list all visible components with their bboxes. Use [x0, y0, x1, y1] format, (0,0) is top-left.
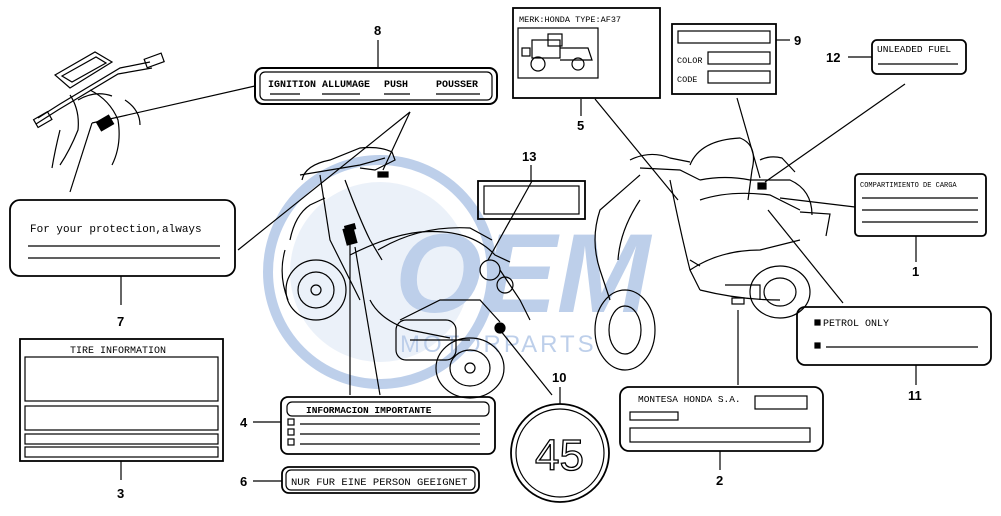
- petrol-text: PETROL ONLY: [823, 319, 889, 330]
- callout-10: 10: [552, 370, 566, 385]
- callout-ticks: [120, 39, 917, 482]
- callout-11: 11: [908, 388, 922, 403]
- informacion-text: INFORMACION IMPORTANTE: [306, 405, 432, 416]
- label-3-tire: TIRE INFORMATION: [19, 338, 224, 462]
- callout-12: 12: [826, 50, 840, 65]
- callout-3: 3: [117, 486, 124, 501]
- color-text: COLOR: [677, 56, 703, 66]
- speed-text: 45: [535, 431, 584, 480]
- callout-8: 8: [374, 23, 381, 38]
- watermark-sub: MOTORPARTS: [400, 331, 597, 358]
- callout-7: 7: [117, 314, 124, 329]
- label-11-petrol: PETROL ONLY: [796, 306, 992, 366]
- callout-1: 1: [912, 264, 919, 279]
- label-7-protection: For your protection,always: [9, 199, 236, 277]
- leader-lines: [69, 83, 906, 396]
- tire-text: TIRE INFORMATION: [70, 346, 166, 357]
- label-5-merk: MERK:HONDA TYPE:AF37: [512, 7, 661, 99]
- callout-4: 4: [240, 415, 248, 430]
- ignition-text-2: ALLUMAGE: [322, 80, 370, 91]
- merk-text: MERK:HONDA TYPE:AF37: [519, 15, 621, 25]
- callout-2: 2: [716, 473, 723, 488]
- code-text: CODE: [677, 75, 697, 85]
- label-10-speed-45: 45: [510, 403, 610, 503]
- label-4-informacion: INFORMACION IMPORTANTE: [280, 396, 496, 455]
- compartment-text: COMPARTIMIENTO DE CARGA: [860, 182, 957, 190]
- label-9-color-code: COLOR CODE: [671, 23, 777, 95]
- watermark: OEM MOTORPARTS: [263, 155, 653, 389]
- label-2-montesa: MONTESA HONDA S.A.: [619, 386, 824, 452]
- nur-text: NUR FUR EINE PERSON GEEIGNET: [291, 477, 467, 489]
- montesa-text: MONTESA HONDA S.A.: [638, 394, 741, 405]
- label-12-unleaded: UNLEADED FUEL: [871, 39, 967, 75]
- ignition-text-3: PUSH: [384, 80, 408, 91]
- scooter-quarter-illustration: [594, 137, 831, 371]
- label-6-nur: NUR FUR EINE PERSON GEEIGNET: [281, 466, 480, 494]
- label-1-compartment: COMPARTIMIENTO DE CARGA: [854, 173, 987, 237]
- handlebar-illustration: [32, 51, 165, 169]
- callout-13: 13: [522, 149, 536, 164]
- tractor-icon: [517, 27, 599, 79]
- ignition-text-4: POUSSER: [436, 80, 478, 91]
- ignition-text-1: IGNITION: [268, 80, 316, 91]
- callout-numbers: 1 2 3 4 5 6 7 8 9 10 11 12 13: [117, 23, 922, 501]
- callout-9: 9: [794, 33, 801, 48]
- callout-5: 5: [577, 118, 584, 133]
- callout-6: 6: [240, 474, 247, 489]
- protection-text: For your protection,always: [30, 224, 202, 236]
- label-8-ignition: IGNITION ALLUMAGE PUSH POUSSER: [254, 67, 498, 105]
- unleaded-text: UNLEADED FUEL: [877, 44, 951, 55]
